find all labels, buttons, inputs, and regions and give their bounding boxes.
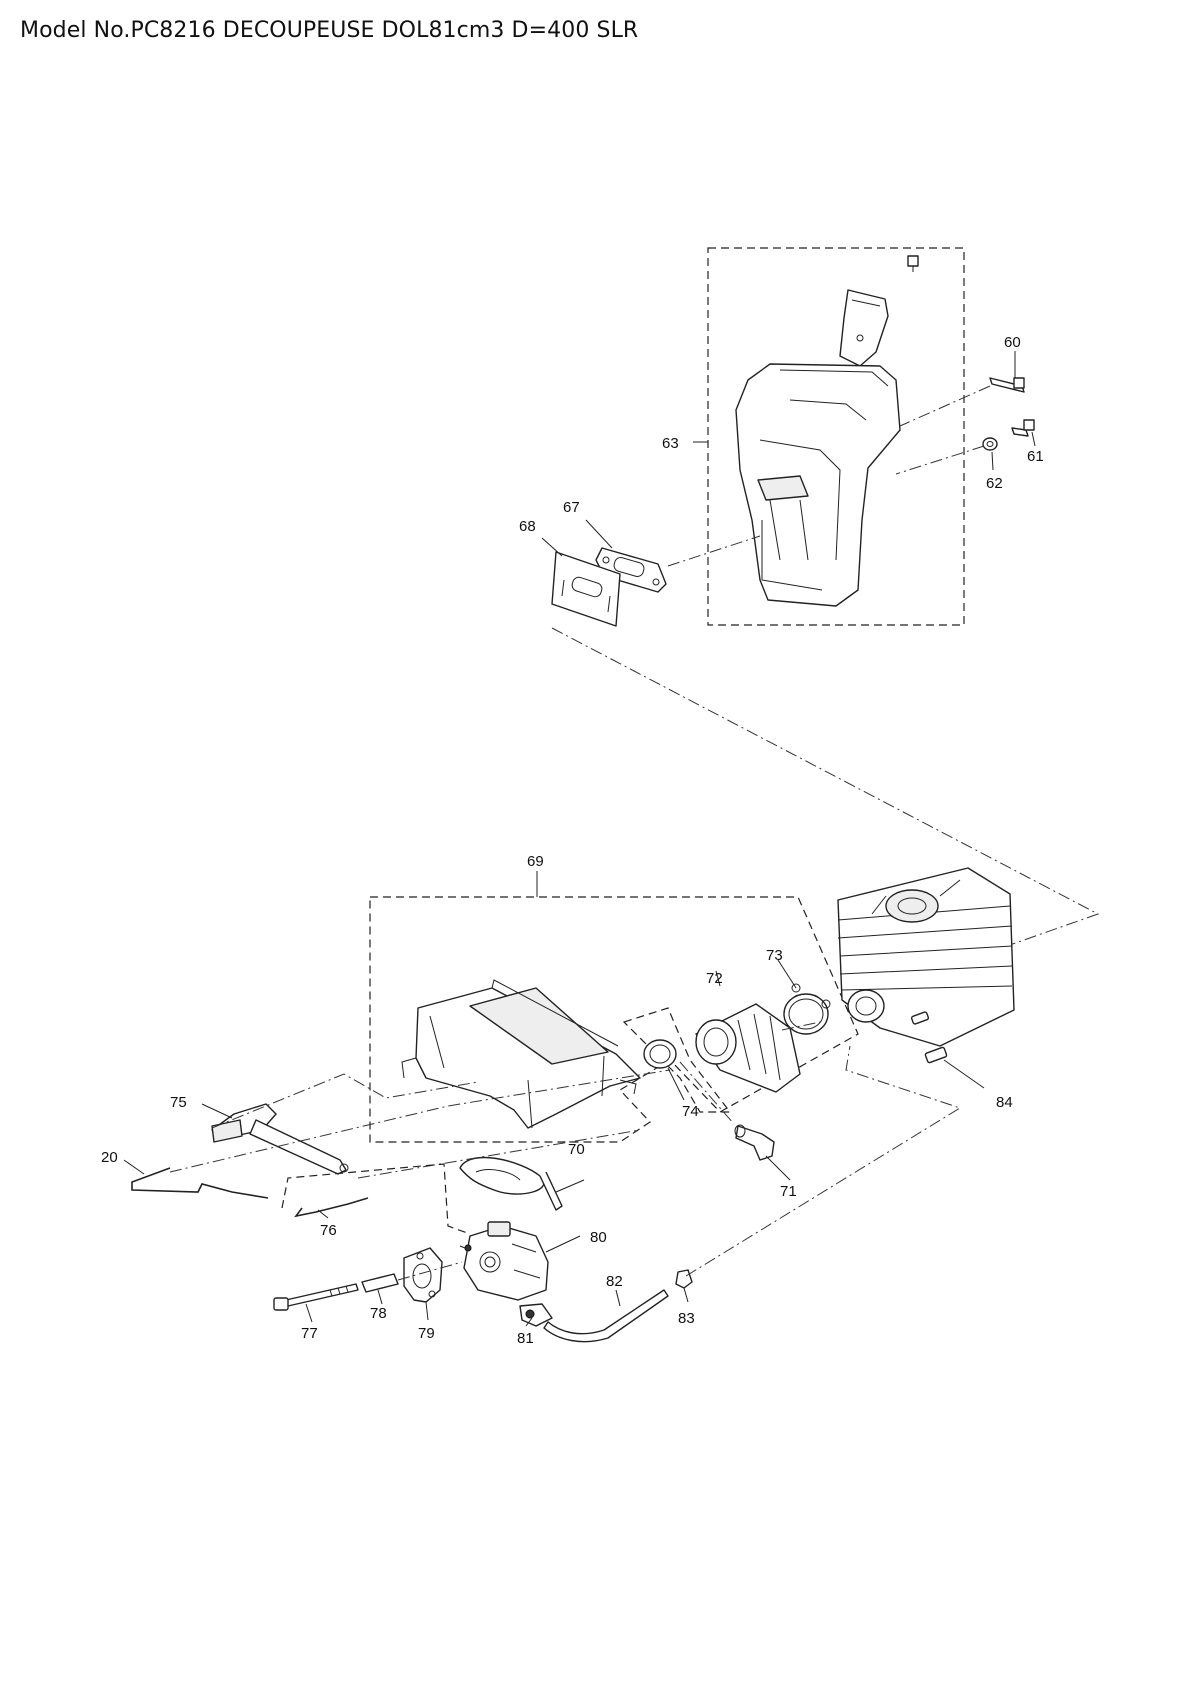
part-label-84: 84	[996, 1094, 1013, 1111]
choke-rod-76	[294, 1197, 369, 1218]
cylinder-nipple	[910, 1011, 930, 1025]
bolt-61	[1011, 419, 1035, 437]
assembly-line	[781, 1021, 821, 1031]
gasket-79	[403, 1247, 443, 1303]
assembly-line	[211, 1073, 479, 1129]
assembly-line	[397, 1261, 463, 1281]
fuel-nipple-83	[675, 1269, 693, 1289]
part-label-71: 71	[780, 1183, 797, 1200]
clamp-ring-73	[783, 983, 831, 1035]
assembly-line	[895, 445, 985, 475]
part-label-81: 81	[517, 1330, 534, 1347]
assembly-line	[899, 385, 991, 427]
throttle-rod-20	[131, 1167, 269, 1199]
seal-ring-74	[643, 1039, 677, 1069]
hose-clip-81	[519, 1303, 553, 1327]
part-label-77: 77	[301, 1325, 318, 1342]
elbow-fitting-71	[734, 1124, 775, 1161]
part-label-74: 74	[682, 1103, 699, 1120]
assembly-line	[281, 1163, 471, 1235]
part-label-72: 72	[706, 970, 723, 987]
bolt-77	[273, 1283, 359, 1311]
part-label-70: 70	[568, 1141, 585, 1158]
carburetor-80	[459, 1221, 549, 1301]
impulse-hose-70	[459, 1156, 563, 1211]
shield-screw	[907, 255, 919, 272]
assembly-line	[685, 1045, 962, 1277]
part-label-73: 73	[766, 947, 783, 964]
part-label-69: 69	[527, 853, 544, 870]
spacer-sleeve-78	[361, 1273, 399, 1293]
assembly-line	[169, 1069, 671, 1173]
assembly-line	[551, 627, 1100, 967]
part-label-67: 67	[563, 499, 580, 516]
fuel-hose-82	[543, 1289, 669, 1343]
part-label-75: 75	[170, 1094, 187, 1111]
bolt-60	[989, 377, 1025, 393]
decompression-valve-84	[924, 1046, 948, 1064]
plate-68	[551, 551, 621, 627]
part-label-63: 63	[662, 435, 679, 452]
intake-group-box	[622, 1007, 732, 1113]
part-label-82: 82	[606, 1273, 623, 1290]
intake-port	[847, 989, 885, 1023]
part-label-78: 78	[370, 1305, 387, 1322]
gasket-67	[595, 547, 667, 593]
part-label-60: 60	[1004, 334, 1021, 351]
part-label-80: 80	[590, 1229, 607, 1246]
part-label-76: 76	[320, 1222, 337, 1239]
assembly-line	[357, 1129, 641, 1179]
part-label-83: 83	[678, 1310, 695, 1327]
part-label-68: 68	[519, 518, 536, 535]
washer-62	[982, 437, 998, 451]
part-label-61: 61	[1027, 448, 1044, 465]
page-title: Model No.PC8216 DECOUPEUSE DOL81cm3 D=40…	[20, 18, 639, 43]
choke-lever-75	[211, 1103, 349, 1175]
muffler-heat-shield	[839, 289, 889, 367]
part-label-62: 62	[986, 475, 1003, 492]
assembly-line	[667, 535, 761, 567]
part-label-79: 79	[418, 1325, 435, 1342]
intake-manifold-72	[695, 1003, 801, 1093]
air-filter-housing	[401, 979, 641, 1129]
muffler-body	[735, 363, 901, 607]
air-filter-group-box	[369, 896, 859, 1143]
assembly-line	[679, 1061, 735, 1125]
part-label-20: 20	[101, 1149, 118, 1166]
muffler-group-box	[707, 247, 965, 626]
